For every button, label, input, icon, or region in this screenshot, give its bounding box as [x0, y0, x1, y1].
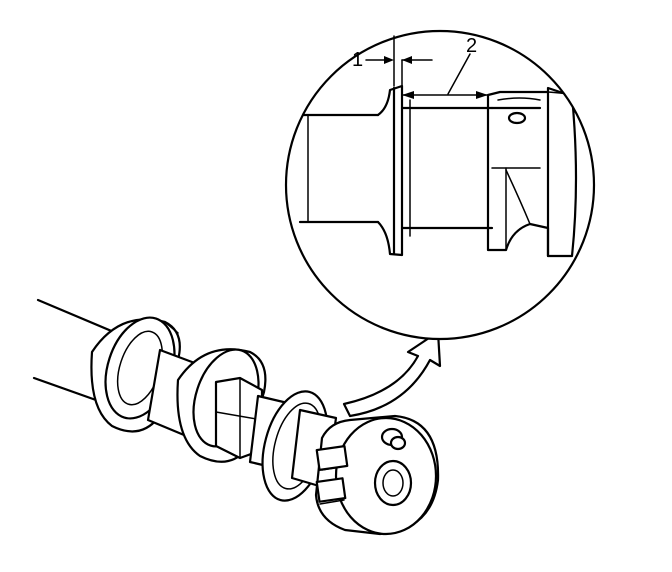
curved-arrow	[342, 330, 442, 418]
camshaft-front-end	[314, 414, 440, 536]
callout-2: 2	[466, 35, 477, 57]
dowel-pin	[380, 427, 407, 451]
thrust-flange-detail	[376, 59, 404, 257]
dimension-1	[365, 35, 433, 87]
dimension-2	[401, 53, 489, 99]
detail-view	[284, 29, 596, 341]
callout-1: 1	[352, 49, 363, 71]
camshaft	[32, 298, 442, 536]
